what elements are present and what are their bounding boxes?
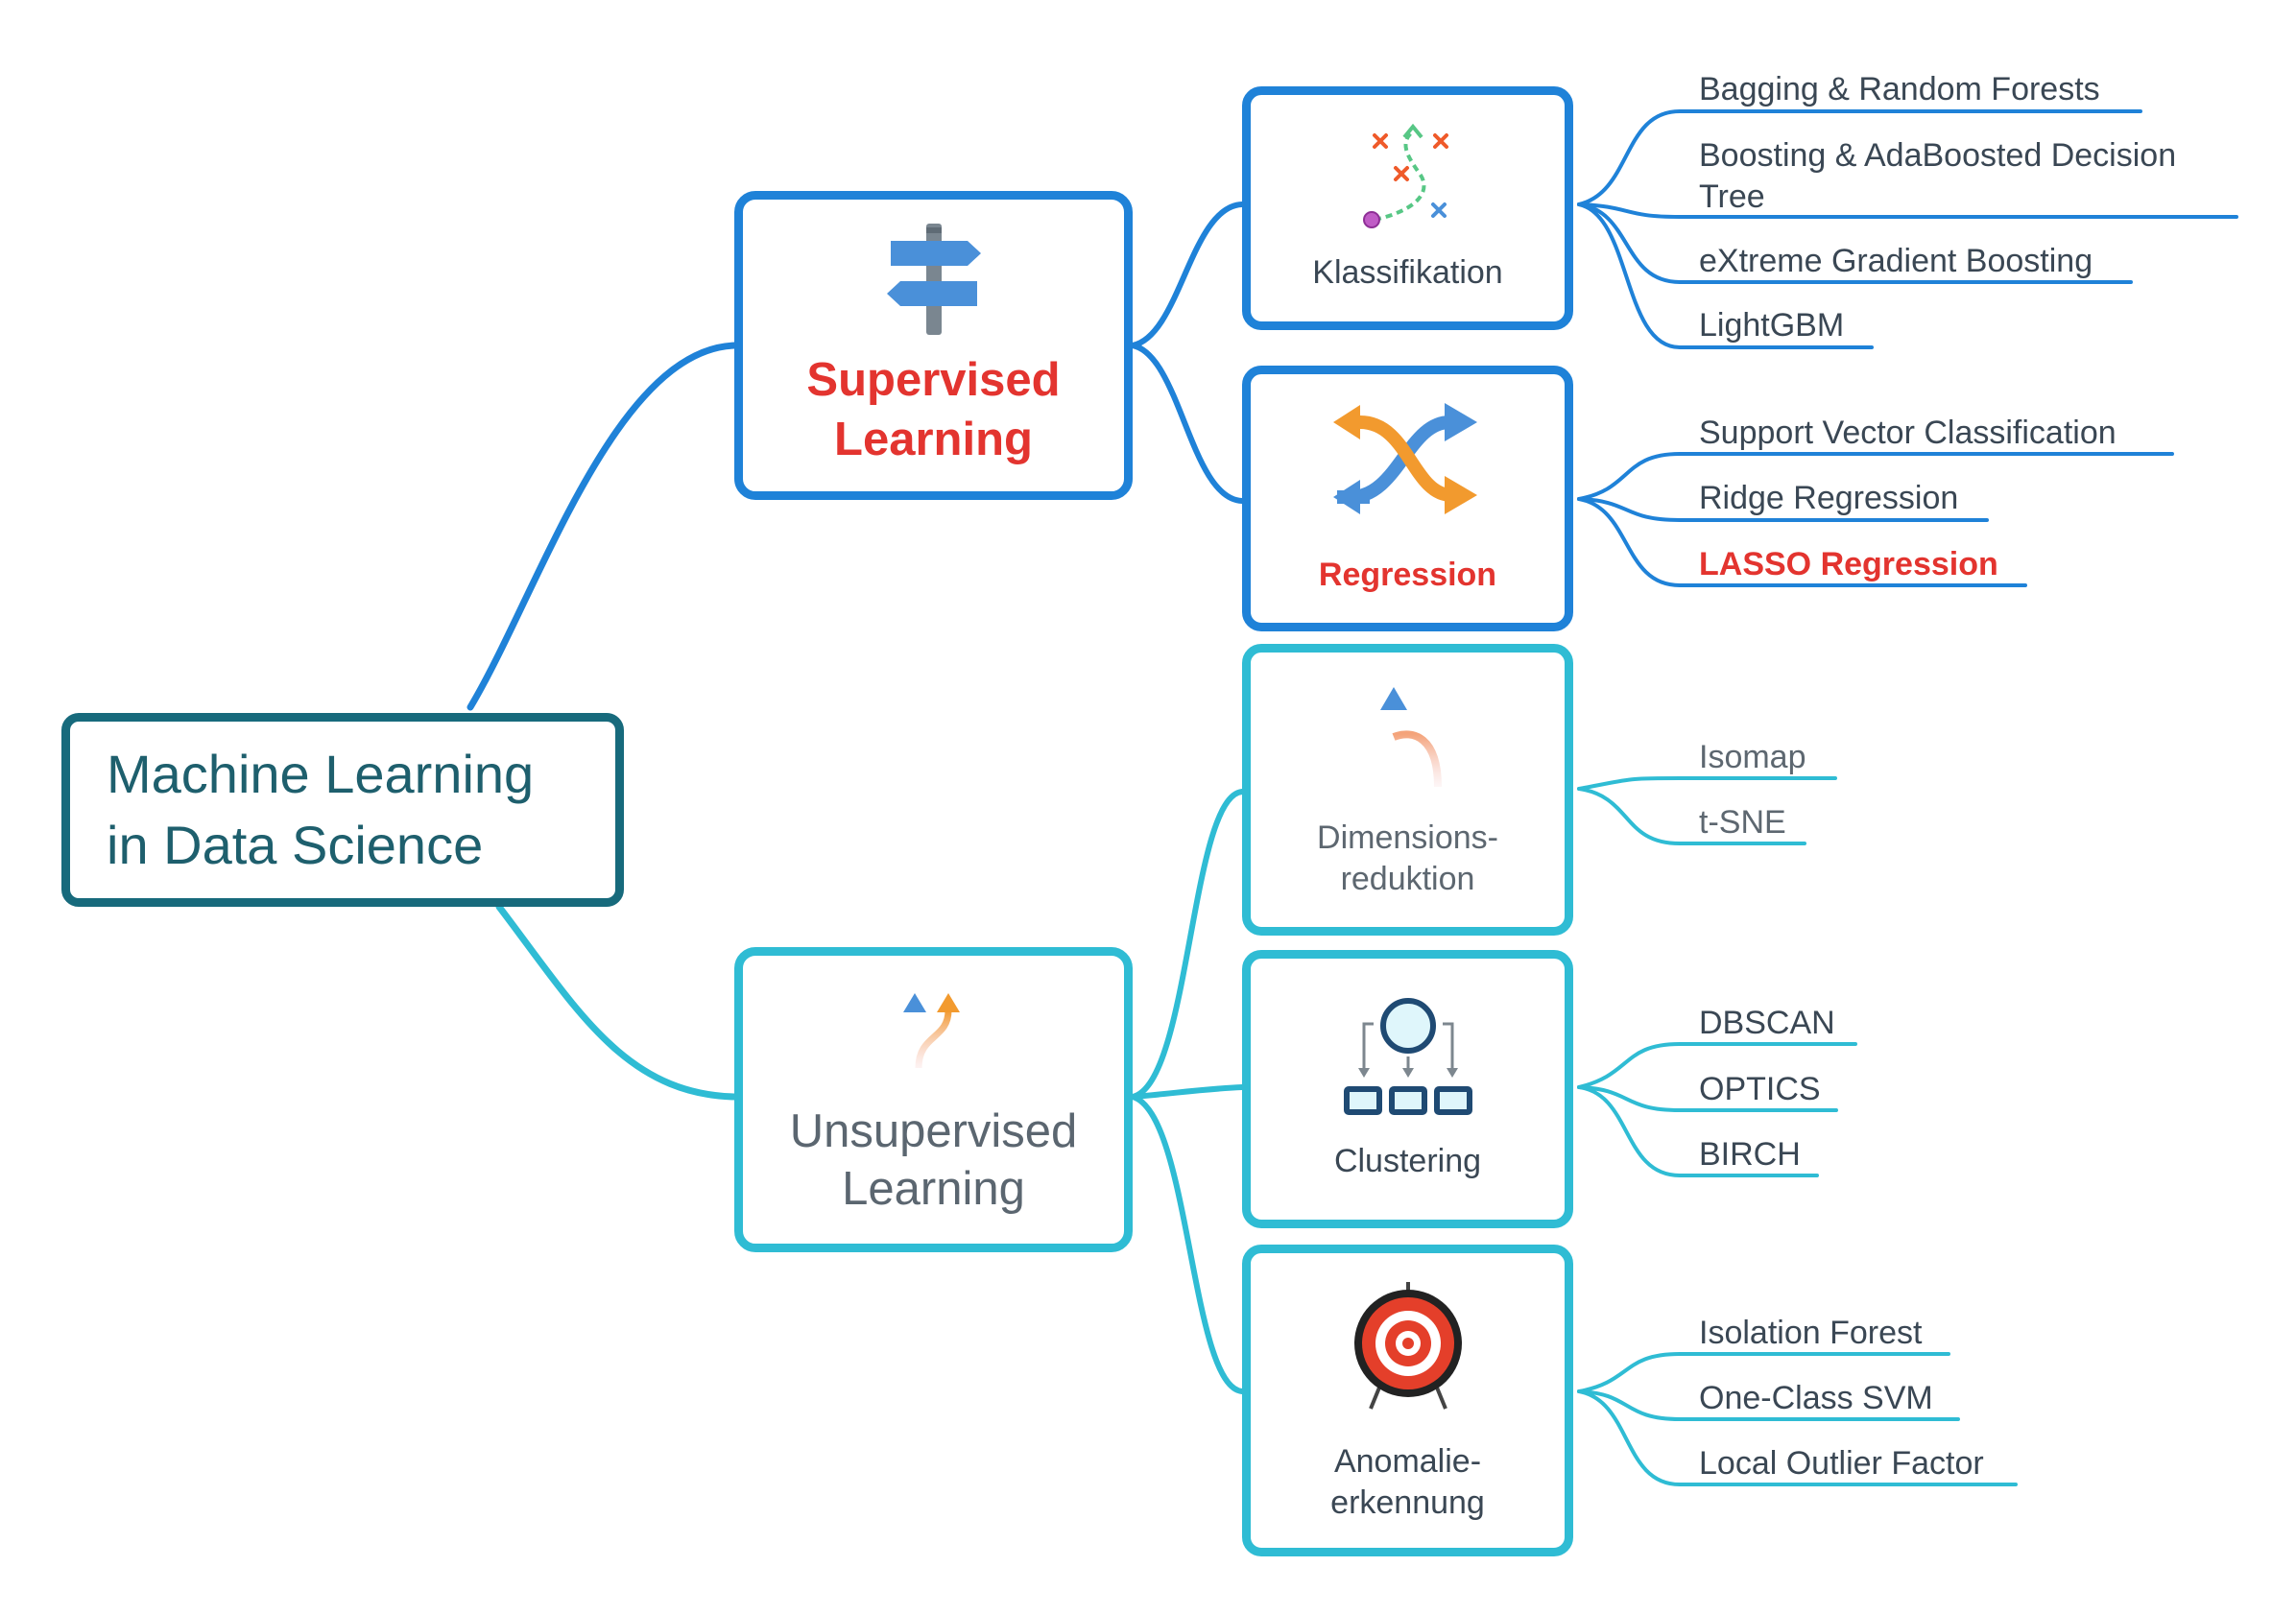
root-to-supervised-connector (466, 342, 738, 711)
dimensionsreduktion-label-line-2: reduktion (1340, 861, 1475, 897)
leaf-connector (1577, 1042, 1857, 1089)
leaf-boosting-adaboost-line-2: Tree (1699, 178, 1765, 215)
leaf-xgboost: eXtreme Gradient Boosting (1699, 243, 2093, 279)
anomalieerkennung-node: Anomalie- erkennung (1242, 1245, 1573, 1556)
leaf-connector (1577, 787, 1806, 845)
leaf-one-class-svm: One-Class SVM (1699, 1380, 1933, 1416)
root-title-line-1: Machine Learning (107, 744, 535, 804)
anomalieerkennung-label-line-2: erkennung (1330, 1483, 1485, 1521)
leaf-lightgbm: LightGBM (1699, 307, 1845, 344)
leaf-boosting-adaboost-line-1: Boosting & AdaBoosted Decision (1699, 137, 2177, 174)
classification-path-icon (1362, 123, 1448, 228)
unsupervised-to-anomalieerkennung-connector (1130, 1094, 1245, 1394)
leaf-local-outlier-factor: Local Outlier Factor (1699, 1445, 1984, 1482)
leaf-dbscan: DBSCAN (1699, 1005, 1835, 1041)
leaf-support-vector-classification: Support Vector Classification (1699, 415, 2117, 451)
clustering-node: Clustering (1242, 950, 1573, 1228)
cluster-hierarchy-icon (1343, 997, 1472, 1115)
klassifikation-label: Klassifikation (1312, 253, 1503, 291)
leaf-isolation-forest: Isolation Forest (1699, 1315, 1923, 1351)
dimensionsreduktion-label-line-1: Dimensions- (1317, 819, 1498, 856)
split-arrows-icon (902, 993, 960, 1069)
clustering-label: Clustering (1333, 1142, 1482, 1179)
supervised-learning-node: Supervised Learning (734, 191, 1133, 500)
leaf-connector (1577, 1085, 1838, 1112)
dimensionsreduktion-node: Dimensions- reduktion (1242, 644, 1573, 936)
supervised-to-klassifikation-connector (1130, 202, 1245, 348)
shuffle-arrows-icon (1332, 403, 1477, 514)
leaf-connector (1577, 497, 1989, 522)
leaf-connector (1577, 776, 1837, 791)
leaf-lasso-regression: LASSO Regression (1699, 546, 1998, 582)
leaf-connector (1577, 1352, 1950, 1393)
unsupervised-to-dimensionsreduktion-connector (1130, 789, 1245, 1100)
leaf-birch: BIRCH (1699, 1136, 1801, 1173)
leaf-connector (1577, 202, 2133, 284)
leaf-connector (1577, 452, 2174, 501)
klassifikation-node: Klassifikation (1242, 86, 1573, 330)
leaf-connector (1577, 1085, 1819, 1177)
leaf-bagging-random-forests: Bagging & Random Forests (1699, 71, 2100, 107)
leaf-ridge-regression: Ridge Regression (1699, 480, 1959, 516)
leaf-connector (1577, 1389, 1960, 1421)
leaf-connector (1577, 202, 2238, 219)
unsupervised-title-line-1: Unsupervised (789, 1105, 1078, 1157)
leaf-connector (1577, 497, 2027, 587)
anomalieerkennung-label-line-1: Anomalie- (1333, 1442, 1482, 1480)
leaf-optics: OPTICS (1699, 1071, 1821, 1107)
supervised-title-line-2: Learning (834, 414, 1033, 465)
target-icon (1353, 1281, 1462, 1410)
supervised-title-line-1: Supervised (806, 354, 1061, 406)
root-to-unsupervised-connector (495, 903, 738, 1101)
root-title-line-2: in Data Science (107, 815, 484, 875)
curved-arrow-icon (1379, 687, 1442, 790)
supervised-to-regression-connector (1130, 343, 1245, 504)
regression-label: Regression (1318, 557, 1497, 593)
signpost-icon (886, 224, 981, 335)
regression-node: Regression (1242, 366, 1573, 631)
root-node: Machine Learning in Data Science (61, 713, 624, 907)
unsupervised-learning-node: Unsupervised Learning (734, 947, 1133, 1252)
leaf-connector (1577, 109, 2142, 206)
leaf-connector (1577, 1389, 2018, 1486)
leaf-connector (1577, 202, 1874, 349)
leaf-tsne: t-SNE (1699, 804, 1786, 841)
leaf-isomap: Isomap (1699, 739, 1806, 775)
unsupervised-title-line-2: Learning (842, 1163, 1025, 1215)
unsupervised-to-clustering-connector (1130, 1084, 1245, 1100)
